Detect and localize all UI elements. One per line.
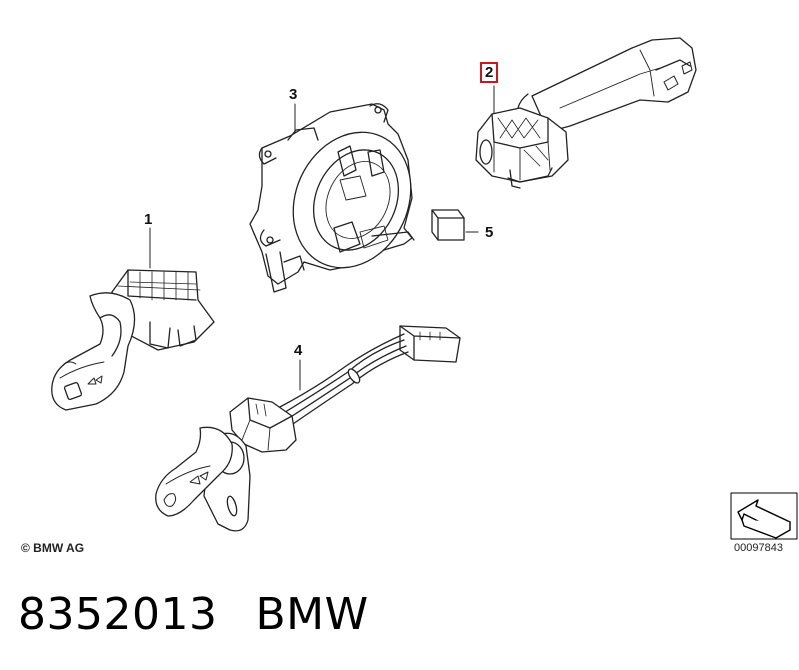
part-5-block: [431, 209, 479, 241]
callout-2-label[interactable]: 2: [480, 62, 499, 83]
drawing-code: 00097843: [734, 542, 783, 554]
part-1-stalk-switch: [51, 227, 215, 411]
copyright-text: © BMW AG: [21, 541, 85, 555]
callout-5-label: 5: [485, 224, 494, 241]
drawing-code-arrow-icon: [730, 492, 798, 540]
callout-4-label: 4: [294, 342, 303, 359]
callout-3-label: 3: [289, 86, 298, 103]
callout-1-label: 1: [144, 211, 153, 228]
part-2-stalk-switch: [475, 37, 697, 189]
part-3-housing: [249, 103, 415, 293]
part-number-line: 8352013 BMW: [18, 589, 369, 640]
part-number: 8352013: [18, 589, 218, 640]
brand-name: BMW: [255, 589, 369, 640]
part-4-harness-switch: [155, 325, 461, 532]
